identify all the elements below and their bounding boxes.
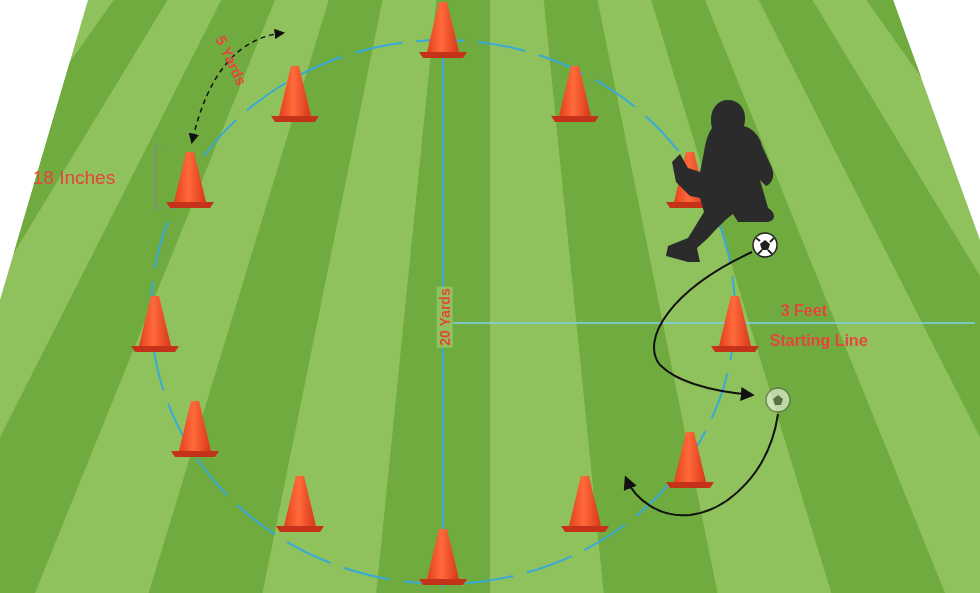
cone xyxy=(271,66,319,122)
soccer-ball-ghost xyxy=(766,388,790,412)
grass-stripe xyxy=(651,0,945,593)
grass-stripe xyxy=(376,0,490,593)
cone xyxy=(711,296,759,352)
height-bracket xyxy=(155,146,162,208)
spacing-arrow xyxy=(192,33,283,142)
starting-line xyxy=(443,322,975,324)
dimension-label: 3 Feet xyxy=(781,303,827,319)
grass-stripe xyxy=(759,0,980,593)
cone xyxy=(419,529,467,585)
grass-stripe xyxy=(149,0,383,593)
cone xyxy=(561,476,609,532)
cone xyxy=(419,2,467,58)
cone xyxy=(551,66,599,122)
cone xyxy=(276,476,324,532)
dimension-label: 20 Yards xyxy=(437,286,453,347)
cone xyxy=(171,401,219,457)
soccer-ball xyxy=(753,233,777,257)
cone xyxy=(666,432,714,488)
dribble-arrow xyxy=(654,252,752,395)
cones xyxy=(131,2,759,585)
starting-line-label: Starting Line xyxy=(770,333,868,349)
grass-stripe xyxy=(866,0,980,593)
cone xyxy=(131,296,179,352)
cone xyxy=(166,152,214,208)
dribble-arrow xyxy=(626,414,778,515)
dimension-label: 18 Inches xyxy=(33,168,115,187)
